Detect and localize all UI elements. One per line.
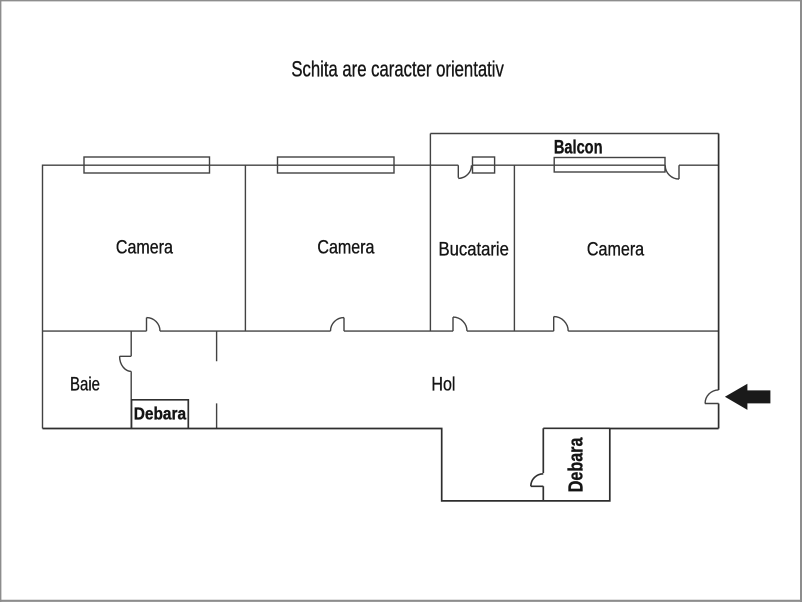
svg-text:Hol: Hol bbox=[431, 373, 455, 395]
svg-text:Baie: Baie bbox=[70, 373, 100, 395]
svg-text:Bucatarie: Bucatarie bbox=[439, 239, 509, 261]
svg-text:Balcon: Balcon bbox=[554, 137, 603, 159]
svg-text:Camera: Camera bbox=[116, 236, 173, 258]
svg-text:Camera: Camera bbox=[587, 239, 644, 261]
svg-text:Debara: Debara bbox=[134, 403, 187, 423]
svg-text:Schita are caracter orientativ: Schita are caracter orientativ bbox=[291, 56, 504, 81]
svg-text:Debara: Debara bbox=[566, 437, 588, 492]
svg-text:Camera: Camera bbox=[317, 236, 374, 258]
